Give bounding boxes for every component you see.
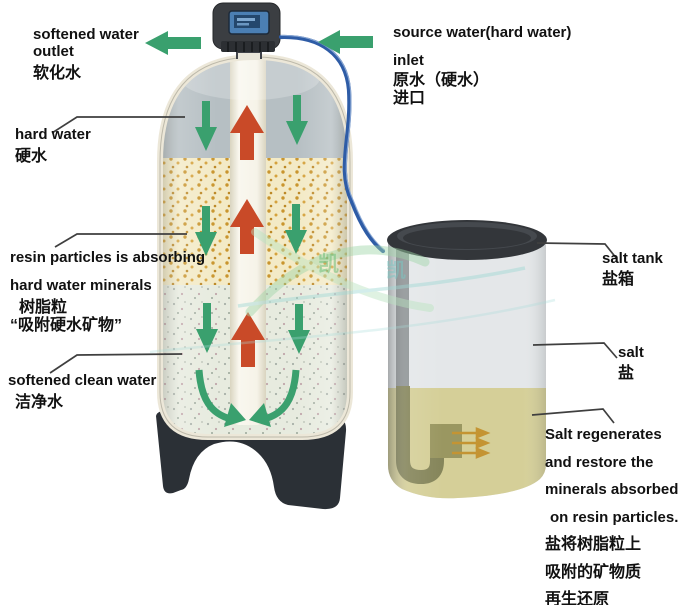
label-line-zh: 原水（硬水） (393, 72, 490, 89)
watermark (149, 228, 556, 354)
curve-right-arrow-icon (262, 369, 300, 423)
label-line-zh: 盐箱 (602, 271, 635, 288)
label-line: and restore the (545, 453, 654, 471)
label-line: softened water (33, 26, 139, 43)
label-line-zh: 盐将树脂粒上 (545, 536, 642, 553)
label-line: on resin particles. (550, 508, 679, 526)
label-line-zh: 洁净水 (15, 394, 64, 411)
label-line: softened clean water (8, 372, 157, 389)
label-line-zh: “吸附硬水矿物” (10, 317, 123, 334)
label-hard-water: hard water 硬水 (15, 126, 91, 165)
curve-right-arrowhead-icon (249, 403, 271, 427)
control-valve (212, 2, 281, 60)
label-softened-clean-water: softened clean water 洁净水 (8, 372, 156, 411)
label-line: resin particles is absorbing (10, 249, 206, 266)
source-inlet-arrow-icon (318, 30, 373, 54)
salt-leader-line (532, 342, 618, 359)
brine-connector-tube (278, 34, 386, 254)
label-salt-tank: salt tank 盐箱 (602, 250, 663, 288)
salt-tank (387, 220, 547, 499)
label-salt-regeneration: Salt regenerates and restore the mineral… (545, 421, 678, 605)
label-line: salt (618, 344, 644, 361)
label-source-water-inlet: source water(hard water) inlet 原水（硬水） 进口 (393, 24, 571, 107)
leader-lines (49, 116, 618, 424)
softened-outlet-arrow-icon (145, 31, 201, 55)
bottom-turn-arrows (195, 369, 300, 423)
label-line-zh: 树脂粒 (19, 299, 68, 316)
label-line-zh: 盐 (618, 365, 635, 382)
label-line-zh: 硬水 (15, 148, 48, 165)
label-line: salt tank (602, 250, 663, 267)
label-line: hard water minerals (10, 277, 152, 294)
label-softened-water-outlet: softened water outlet 软化水 (33, 26, 139, 82)
label-line: minerals absorbed (545, 481, 679, 498)
salt-tank-leader-line (536, 242, 618, 260)
hard-water-leader-line (51, 116, 185, 134)
label-line: hard water (15, 126, 91, 143)
label-line-zh: 吸附的矿物质 (545, 563, 642, 581)
label-line-zh: 再生还原 (545, 591, 610, 605)
curve-left-arrow-icon (195, 369, 233, 423)
curve-left-arrowhead-icon (224, 403, 246, 427)
clean-water-leader-line (49, 353, 183, 374)
label-line: outlet (33, 43, 74, 60)
label-line-zh: 软化水 (33, 65, 82, 82)
label-salt: salt 盐 (618, 344, 644, 382)
label-line: source water(hard water) (393, 24, 572, 41)
resin-leader-line (54, 233, 187, 248)
label-line-zh: 进口 (393, 90, 426, 107)
resin-tank (157, 53, 353, 440)
label-line: Salt regenerates (545, 426, 662, 443)
label-line: inlet (393, 52, 424, 69)
regen-leader-line (531, 408, 615, 424)
label-resin-absorbing: resin particles is absorbing hard water … (10, 249, 205, 334)
